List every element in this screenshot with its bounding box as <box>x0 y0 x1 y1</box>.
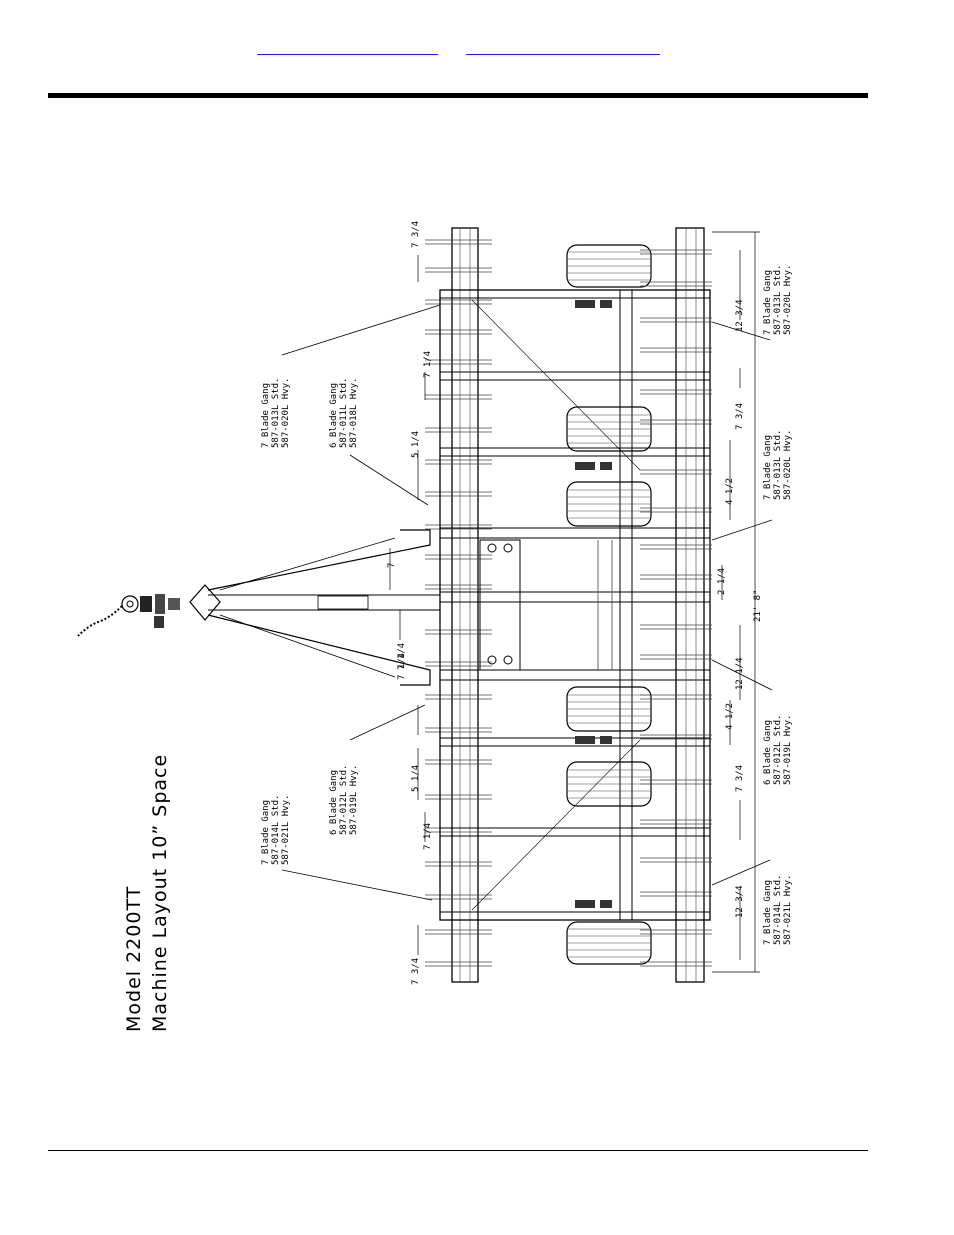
callout-right-outer: 7 Blade Gang 587-013L Std. 587-020L Hvy. <box>261 378 291 448</box>
callout-text: 587-020L Hvy. <box>783 430 793 500</box>
callout-text: 587-012L Std. <box>339 765 349 835</box>
callout-text: 6 Blade Gang <box>329 770 339 835</box>
callout-left-inner: 6 Blade Gang 587-012L Std. 587-019L Hvy. <box>329 765 359 835</box>
callout-text: 587-020L Hvy. <box>783 265 793 335</box>
callout-text: 587-021L Hvy. <box>281 795 291 865</box>
callout-right-inner: 6 Blade Gang 587-011L Std. 587-018L Hvy. <box>329 378 359 448</box>
dim-front-6: 7 1/4 <box>423 823 433 850</box>
callout-text: 587-018L Hvy. <box>349 378 359 448</box>
header-link-2[interactable] <box>466 40 660 55</box>
rear-blades <box>640 249 712 967</box>
callout-text: 587-014L Std. <box>271 795 281 865</box>
callout-text: 587-013L Std. <box>773 265 783 335</box>
front-gang-rail <box>451 227 479 983</box>
dim-front-4: 7 <box>387 563 397 568</box>
dim-front-3: 5 1/4 <box>411 431 421 458</box>
front-blades <box>425 239 492 967</box>
wheels <box>566 244 652 965</box>
callout-text: 587-021L Hvy. <box>783 875 793 945</box>
callout-leaders-rear <box>711 321 773 886</box>
dim-rear-2: 7 3/4 <box>735 403 745 430</box>
dim-front-7: 5 1/4 <box>411 765 421 792</box>
main-frame <box>439 289 711 921</box>
callout-text: 587-013L Std. <box>271 378 281 448</box>
dim-front-1: 7 3/4 <box>411 221 421 248</box>
front-dimension-lines <box>389 255 426 955</box>
dim-overall-width: 21' 8" <box>753 589 763 622</box>
callout-text: 7 Blade Gang <box>763 270 773 335</box>
dim-front-8: 7 1/4 <box>397 653 407 680</box>
footer-rule <box>48 1150 868 1151</box>
header-link-1[interactable] <box>257 40 438 55</box>
callout-text: 587-014L Std. <box>773 875 783 945</box>
dim-front-2: 7 1/4 <box>423 351 433 378</box>
callout-text: 6 Blade Gang <box>329 383 339 448</box>
rear-gang-rail <box>675 227 705 983</box>
callout-rear-right-center: 7 Blade Gang 587-013L Std. 587-020L Hvy. <box>763 430 793 500</box>
drawing-title: Model 2200TT Machine Layout 10” Space <box>123 754 171 1032</box>
dim-front-9: 7 3/4 <box>411 958 421 985</box>
callout-text: 587-019L Hvy. <box>783 715 793 785</box>
callout-text: 7 Blade Gang <box>261 800 271 865</box>
callout-rear-left-center: 6 Blade Gang 587-012L Std. 587-019L Hvy. <box>763 715 793 785</box>
callout-text: 587-020L Hvy. <box>281 378 291 448</box>
callout-text: 6 Blade Gang <box>763 720 773 785</box>
dim-rear-4: 2 1/4 <box>717 568 727 595</box>
callout-rear-right-outer: 7 Blade Gang 587-013L Std. 587-020L Hvy. <box>763 265 793 335</box>
callout-leaders-front <box>281 304 441 901</box>
title-layout: Machine Layout 10” Space <box>149 754 171 1032</box>
title-model: Model 2200TT <box>123 886 145 1032</box>
callout-rear-left-outer: 7 Blade Gang 587-014L Std. 587-021L Hvy. <box>763 875 793 945</box>
hitch-tongue <box>77 529 440 686</box>
callout-text: 7 Blade Gang <box>763 435 773 500</box>
rear-dimension-lines <box>712 231 760 973</box>
callout-text: 7 Blade Gang <box>763 880 773 945</box>
dim-rear-1: 12 3/4 <box>735 299 745 332</box>
callout-text: 587-011L Std. <box>339 378 349 448</box>
header-rule <box>48 93 868 98</box>
callout-left-outer: 7 Blade Gang 587-014L Std. 587-021L Hvy. <box>261 795 291 865</box>
dim-rear-3: 4 1/2 <box>725 478 735 505</box>
callout-text: 7 Blade Gang <box>261 383 271 448</box>
dim-rear-8: 12 3/4 <box>735 885 745 918</box>
callout-text: 587-012L Std. <box>773 715 783 785</box>
callout-text: 587-013L Std. <box>773 430 783 500</box>
dim-front-5: 7 1/4 <box>397 643 407 670</box>
dim-rear-7: 7 3/4 <box>735 765 745 792</box>
dim-rear-6: 4 1/2 <box>725 703 735 730</box>
callout-text: 587-019L Hvy. <box>349 765 359 835</box>
front-dimension-labels: 7 3/4 7 1/4 5 1/4 7 7 1/4 7 1/4 5 1/4 7 … <box>387 221 433 985</box>
